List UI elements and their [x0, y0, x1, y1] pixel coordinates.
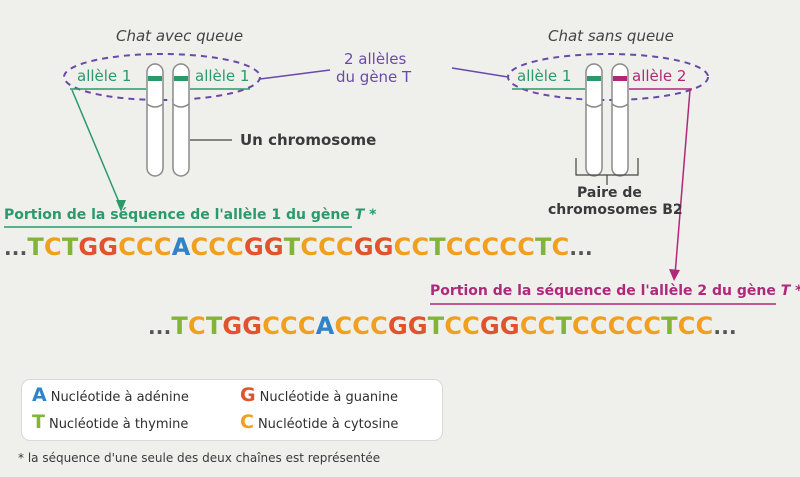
nucleotide-g: G — [480, 312, 500, 340]
cat-without-tail-title: Chat sans queue — [548, 27, 674, 45]
nucleotide-c: C — [607, 312, 626, 340]
nucleotide-t: T — [427, 312, 445, 340]
left-allele-1a: allèle 1 — [77, 67, 132, 85]
sequence1: TCTGGCCCACCCGGTCCCGGCCTCCCCCTC — [27, 233, 569, 261]
pair-label-line2: chromosomes B2 — [548, 202, 683, 218]
nucleotide-c: C — [226, 233, 244, 261]
sequence1-row: ...TCTGGCCCACCCGGTCCCGGCCTCCCCCTC... — [4, 233, 593, 261]
nucleotide-g: G — [78, 233, 99, 261]
nucleotide-c: C — [336, 233, 354, 261]
nucleotide-c: C — [300, 233, 319, 261]
nucleotide-t: T — [555, 312, 573, 340]
nucleotide-c: C — [411, 233, 430, 261]
nucleotide-a: A — [171, 233, 191, 261]
nucleotide-g: G — [263, 233, 284, 261]
gene-label-line1: 2 allèles — [344, 50, 407, 68]
nucleotide-a: A — [315, 312, 335, 340]
nucleotide-c: C — [370, 312, 388, 340]
nucleotide-c: C — [118, 233, 137, 261]
sequence2: TCTGGCCCACCCGGTCCGGCCTCCCCCTCC — [171, 312, 713, 340]
nucleotide-c: C — [551, 233, 570, 261]
nucleotide-g: G — [243, 233, 264, 261]
nucleotide-t: T — [61, 233, 79, 261]
ellipsis-left-1: ... — [4, 236, 28, 260]
nucleotide-g: G — [98, 233, 119, 261]
nucleotide-c: C — [187, 312, 206, 340]
nucleotide-c: C — [262, 312, 281, 340]
portion1-title: Portion de la séquence de l'allèle 1 du … — [4, 207, 377, 223]
nucleotide-g: G — [499, 312, 520, 340]
nucleotide-t: T — [283, 233, 301, 261]
nucleotide-g: G — [242, 312, 263, 340]
nucleotide-c: C — [519, 312, 538, 340]
nucleotide-c: C — [153, 233, 172, 261]
nucleotide-g: G — [373, 233, 394, 261]
sequence2-row: ...TCTGGCCCACCCGGTCCGGCCTCCCCCTCC... — [148, 312, 737, 340]
nucleotide-c: C — [572, 312, 590, 340]
nucleotide-c: C — [280, 312, 298, 340]
right-allele-2: allèle 2 — [632, 67, 687, 85]
gene-link-right — [451, 67, 509, 78]
right-chromosome-pair — [585, 63, 629, 177]
nucleotide-c: C — [43, 233, 62, 261]
gene-label-line2: du gène T — [336, 68, 412, 86]
nucleotide-c: C — [334, 312, 353, 340]
right-allele-1: allèle 1 — [517, 67, 572, 85]
nucleotide-c: C — [462, 312, 480, 340]
ellipsis-left-2: ... — [148, 315, 172, 339]
nucleotide-g: G — [407, 312, 428, 340]
nucleotide-c: C — [208, 233, 227, 261]
nucleotide-c: C — [643, 312, 662, 340]
left-chromosome-pair — [146, 63, 190, 177]
nucleotide-c: C — [481, 233, 500, 261]
nucleotide-c: C — [445, 233, 464, 261]
nucleotide-c: C — [677, 312, 696, 340]
nucleotide-c: C — [136, 233, 154, 261]
gene-link-left — [259, 69, 331, 80]
ellipsis-right-1: ... — [569, 236, 593, 260]
nucleotide-t: T — [171, 312, 188, 340]
nucleotide-g: G — [222, 312, 243, 340]
nucleotide-c: C — [444, 312, 463, 340]
ellipsis-right-2: ... — [713, 315, 737, 339]
nucleotide-t: T — [27, 233, 44, 261]
pair-label-line1: Paire de — [577, 185, 642, 201]
portion2-title: Portion de la séquence de l'allèle 2 du … — [430, 283, 800, 299]
nucleotide-c: C — [393, 233, 412, 261]
nucleotide-c: C — [318, 233, 336, 261]
nucleotide-c: C — [463, 233, 482, 261]
nucleotide-c: C — [695, 312, 714, 340]
nucleotide-t: T — [535, 233, 552, 261]
footnote: * la séquence d'une seule des deux chaîn… — [18, 451, 381, 465]
nucleotide-g: G — [387, 312, 408, 340]
nucleotide-c: C — [517, 233, 536, 261]
nucleotide-c: C — [297, 312, 316, 340]
nucleotide-t: T — [429, 233, 446, 261]
nucleotide-t: T — [661, 312, 678, 340]
nucleotide-t: T — [205, 312, 223, 340]
nucleotide-c: C — [352, 312, 371, 340]
cat-with-tail-title: Chat avec queue — [116, 27, 244, 45]
nucleotide-g: G — [353, 233, 374, 261]
chromosome-label: Un chromosome — [240, 131, 377, 149]
left-allele-1b: allèle 1 — [195, 67, 250, 85]
nucleotide-c: C — [190, 233, 209, 261]
nucleotide-c: C — [499, 233, 518, 261]
nucleotide-c: C — [589, 312, 608, 340]
nucleotide-c: C — [537, 312, 556, 340]
nucleotide-c: C — [625, 312, 644, 340]
